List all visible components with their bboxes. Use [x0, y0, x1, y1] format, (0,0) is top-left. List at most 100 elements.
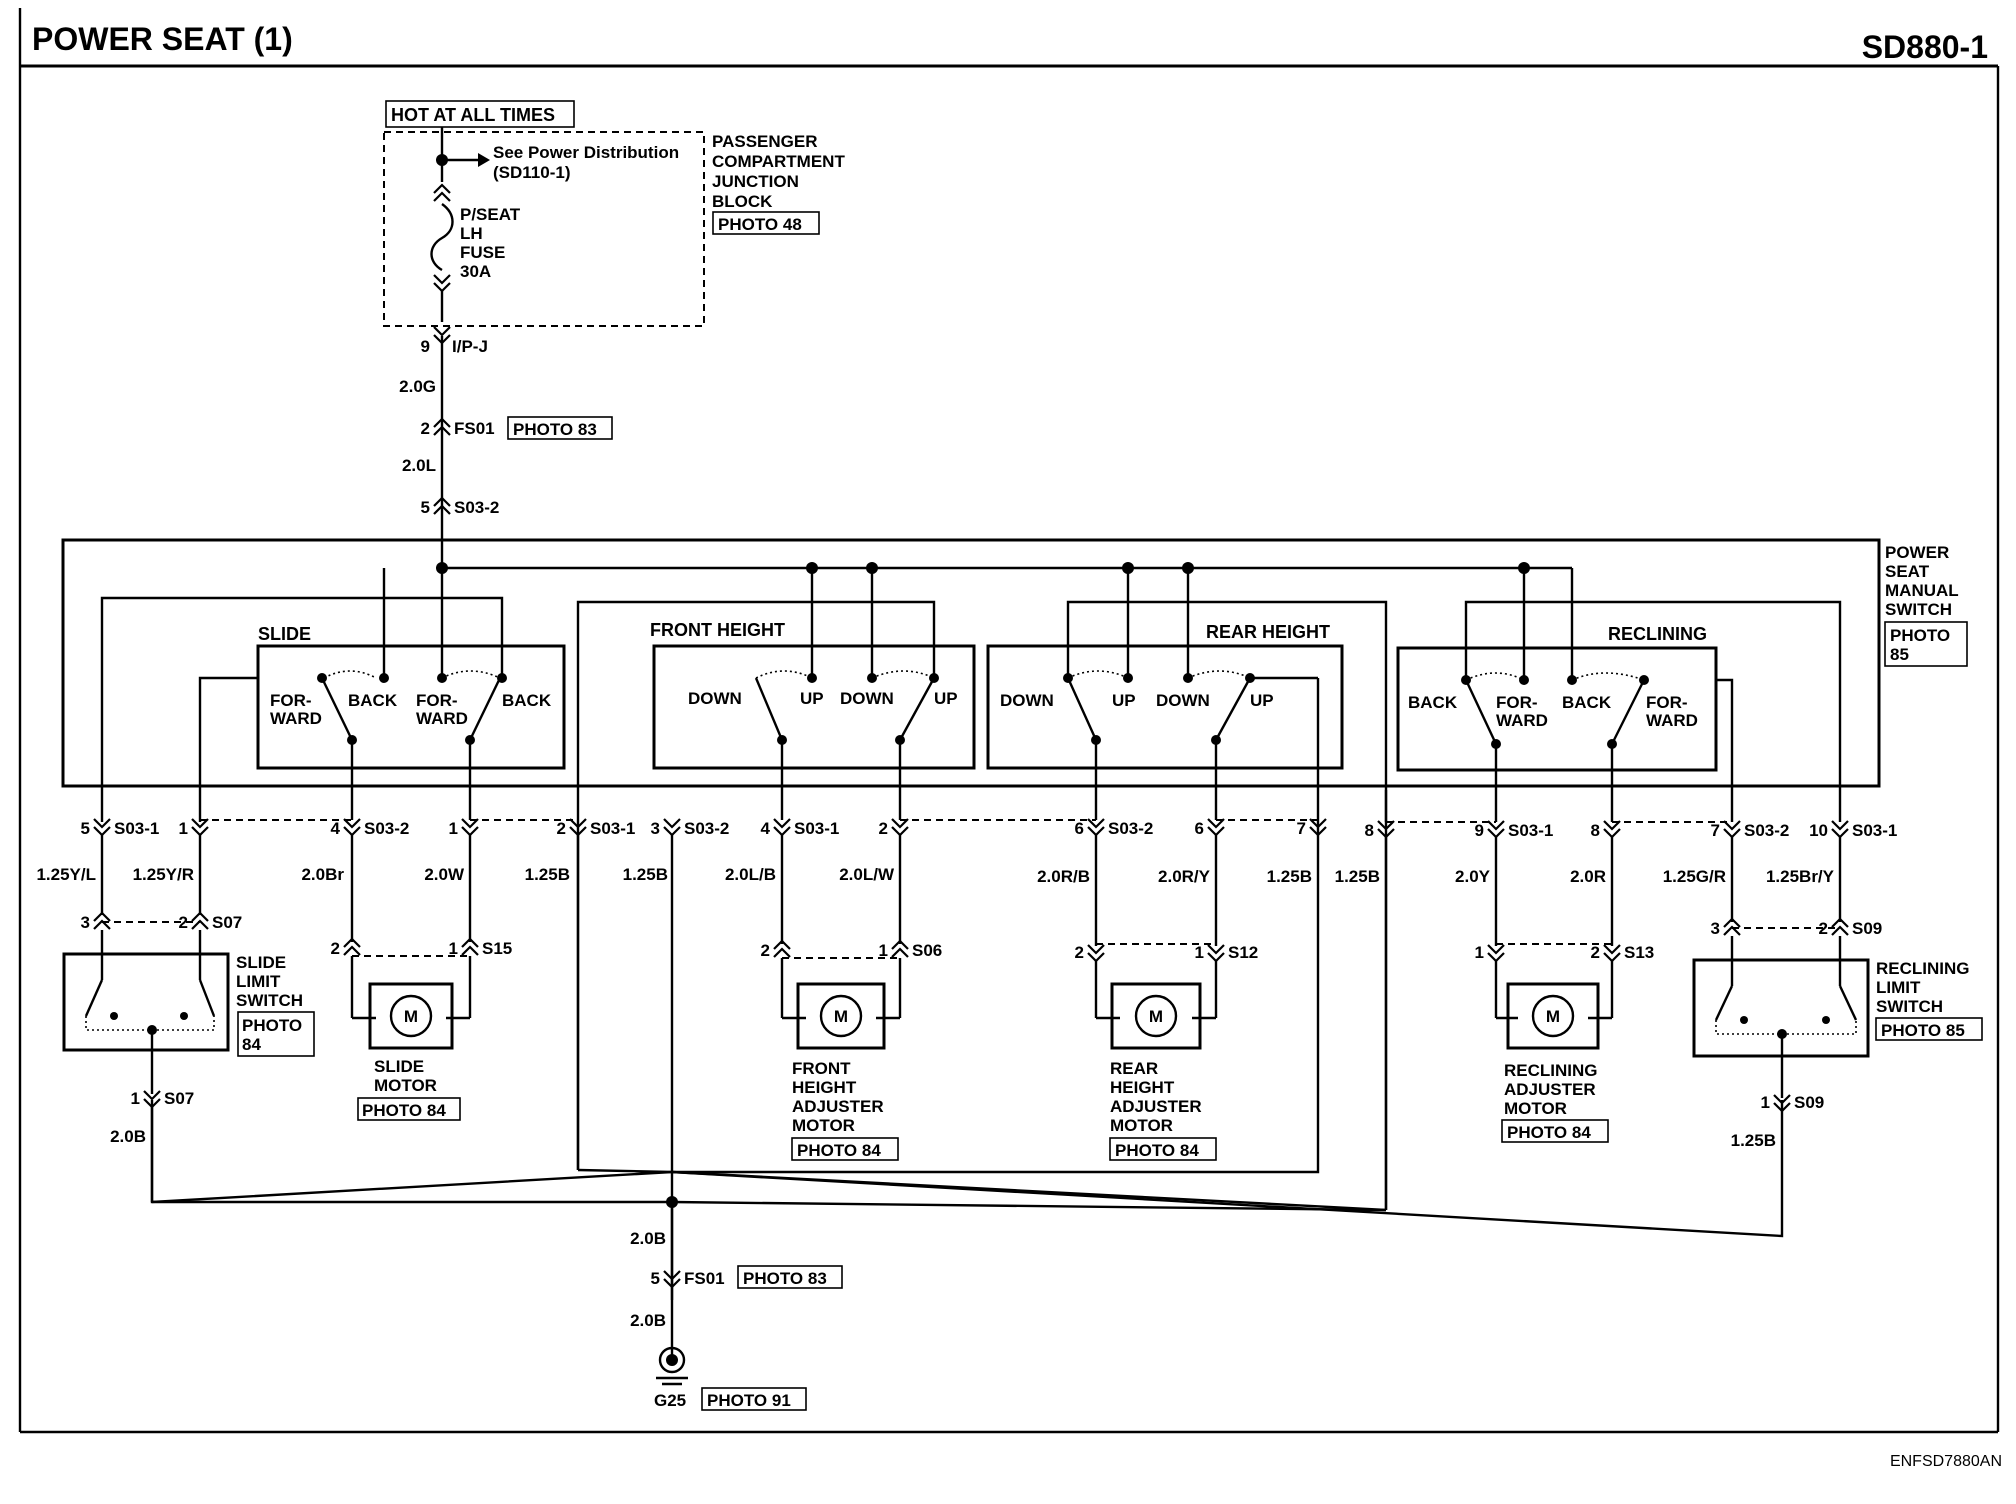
rear-motor-m: M — [1149, 1007, 1163, 1026]
conn-c8: 6 S03-2 2.0R/B — [1037, 817, 1153, 886]
conn-c2-pin: 4 — [331, 819, 341, 838]
conn-c11: 8 1.25B — [1335, 819, 1396, 886]
conn-c0-label: S03-1 — [114, 819, 159, 838]
manual-switch-label-1: POWER — [1885, 543, 1949, 562]
slide-motor-box — [368, 982, 454, 1050]
wire-c12: 2.0Y — [1455, 867, 1491, 886]
rear-height-title: REAR HEIGHT — [1206, 622, 1330, 642]
s032-pin: 5 — [421, 498, 430, 517]
front-motor-pin-2: 2 — [761, 941, 770, 960]
see-power-distribution: See Power Distribution — [493, 143, 679, 162]
motor-icon — [1134, 994, 1178, 1038]
junction-label-4: BLOCK — [712, 192, 773, 211]
conn-c11-pin: 8 — [1365, 821, 1374, 840]
conn-c10: 7 1.25B — [1267, 817, 1328, 886]
rear-down-1: DOWN — [1000, 691, 1054, 710]
conn-c6-pin: 4 — [761, 819, 771, 838]
wire-c7: 2.0L/W — [839, 865, 895, 884]
manual-switch: POWER SEAT MANUAL SWITCH PHOTO 85 SLIDE — [61, 538, 1968, 1210]
page-id: SD880-1 — [1862, 29, 1988, 65]
rear-motor-label-1: REAR — [1110, 1059, 1158, 1078]
rear-motor-pin-2: 2 — [1075, 943, 1084, 962]
slide-back-2: BACK — [502, 691, 552, 710]
ipj-pin: 9 — [421, 337, 430, 356]
slide-limit-label-2: LIMIT — [236, 972, 281, 991]
slide-limit-photo-num: 84 — [242, 1035, 261, 1054]
conn-c5-label: S03-2 — [684, 819, 729, 838]
conn-c14: 7 S03-2 1.25G/R — [1663, 819, 1789, 886]
conn-c9-pin: 6 — [1195, 819, 1204, 838]
conn-c14-label: S03-2 — [1744, 821, 1789, 840]
slide-forward-2b: WARD — [416, 709, 468, 728]
recl-motor-label-3: MOTOR — [1504, 1099, 1567, 1118]
recl-motor-pin-1: 1 — [1475, 943, 1484, 962]
slide-forward-2a: FOR- — [416, 691, 458, 710]
slide-limit-wire: 2.0B — [110, 1127, 146, 1146]
conn-c7-pin: 2 — [879, 819, 888, 838]
rear-motor-pin-1: 1 — [1195, 943, 1204, 962]
see-power-distribution-ref: (SD110-1) — [493, 163, 570, 182]
recl-motor-box — [1506, 982, 1600, 1050]
fuse-label-1: P/SEAT — [460, 205, 521, 224]
motor-icon — [389, 994, 433, 1038]
recl-limit-wire: 1.25B — [1731, 1131, 1776, 1150]
recl-limit-photo: PHOTO 85 — [1881, 1021, 1965, 1040]
slide-limit-photo: PHOTO — [242, 1016, 302, 1035]
slide-motor-pin-1: 1 — [449, 939, 458, 958]
front-up-1: UP — [800, 689, 824, 708]
fs01-label: FS01 — [454, 419, 495, 438]
footer-code: ENFSD7880AN — [1890, 1453, 2002, 1470]
hot-at-all-times: HOT AT ALL TIMES — [391, 105, 555, 125]
ground-circuit: 2.0B 5 FS01 PHOTO 83 2.0B G25 PHOTO 91 — [630, 1196, 843, 1411]
conn-c8-label: S03-2 — [1108, 819, 1153, 838]
wire-c11: 1.25B — [1335, 867, 1380, 886]
front-down-2: DOWN — [840, 689, 894, 708]
rear-motor-label-3: ADJUSTER — [1110, 1097, 1202, 1116]
recl-motor-photo: PHOTO 84 — [1507, 1123, 1591, 1142]
junction-label-3: JUNCTION — [712, 172, 799, 191]
conn-c5-pin: 3 — [651, 819, 660, 838]
fuse-label-2: LH — [460, 224, 483, 243]
recl-back-1: BACK — [1408, 693, 1458, 712]
recl-limit-bottom-conn: S09 — [1794, 1093, 1824, 1112]
slide-limit-switch: 3 2 S07 SLIDE LIMIT SWITCH PHOTO 84 1 S0… — [62, 911, 315, 1202]
recl-motor-m: M — [1546, 1007, 1560, 1026]
conn-c12-pin: 9 — [1475, 821, 1484, 840]
wire-c15: 1.25Br/Y — [1766, 867, 1835, 886]
rear-height-switch-box — [986, 644, 1344, 770]
slide-title: SLIDE — [258, 624, 311, 644]
slide-forward-1a: FOR- — [270, 691, 312, 710]
recl-motor-pin-2: 2 — [1591, 943, 1600, 962]
slide-limit-conn: S07 — [212, 913, 242, 932]
conn-c14-pin: 7 — [1711, 821, 1720, 840]
conn-c10-pin: 7 — [1297, 819, 1306, 838]
wire-2-0l: 2.0L — [402, 456, 436, 475]
recl-back-2: BACK — [1562, 693, 1612, 712]
recl-forward-1b: WARD — [1496, 711, 1548, 730]
front-motor-box — [796, 982, 886, 1050]
wire-c4: 1.25B — [525, 865, 570, 884]
rear-up-1: UP — [1112, 691, 1136, 710]
ground-icon — [658, 1346, 686, 1374]
front-height-switch-box — [652, 644, 976, 770]
rear-motor-photo: PHOTO 84 — [1115, 1141, 1199, 1160]
recl-forward-2b: WARD — [1646, 711, 1698, 730]
wire-c9: 2.0R/Y — [1158, 867, 1211, 886]
conn-c2-label: S03-2 — [364, 819, 409, 838]
wire-c6: 2.0L/B — [725, 865, 776, 884]
wire-c3: 2.0W — [424, 865, 465, 884]
wire-c10: 1.25B — [1267, 867, 1312, 886]
ground-fs01-label: FS01 — [684, 1269, 725, 1288]
slide-motor-conn: S15 — [482, 939, 512, 958]
slide-motor-photo: PHOTO 84 — [362, 1101, 446, 1120]
ground-wire-2: 2.0B — [630, 1311, 666, 1330]
slide-back-1: BACK — [348, 691, 398, 710]
wire-2-0g: 2.0G — [399, 377, 436, 396]
front-motor-label-4: MOTOR — [792, 1116, 855, 1135]
reclining-switch-box — [1396, 646, 1718, 772]
recl-limit-label-2: LIMIT — [1876, 978, 1921, 997]
recl-forward-2a: FOR- — [1646, 693, 1688, 712]
connector-row: 5 S03-1 1.25Y/L 1 1.25Y/R 4 S03-2 2.0Br … — [36, 817, 1897, 886]
conn-c5: 3 S03-2 1.25B — [623, 817, 729, 884]
ground-fs01-pin: 5 — [651, 1269, 660, 1288]
